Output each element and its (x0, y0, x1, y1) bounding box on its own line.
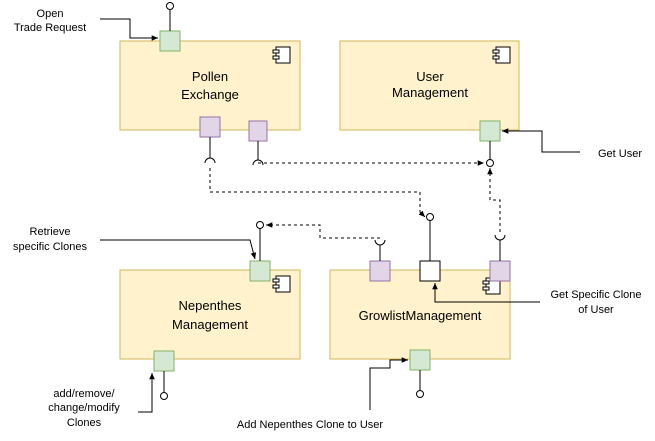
component-name-line-2: Management (172, 317, 248, 332)
socket-growlist-1 (374, 239, 386, 261)
port-user-provided[interactable] (479, 120, 501, 142)
port-growlist-provided-bottom[interactable] (409, 349, 431, 371)
port-pollen-required-1[interactable] (199, 116, 221, 138)
lollipop-user (486, 141, 494, 167)
arrow-add-remove (138, 373, 155, 413)
svg-text:Open: Open (37, 8, 64, 20)
svg-text:Trade Request: Trade Request (14, 22, 86, 34)
svg-text:Get Specific Clone: Get Specific Clone (550, 289, 641, 301)
component-growlist-management[interactable]: GrowlistManagement (329, 269, 511, 360)
arrow-retrieve-clones (100, 239, 257, 260)
component-name-line-1: Pollen (192, 69, 228, 84)
label-open-trade-request: Open Trade Request (14, 8, 86, 34)
socket-pollen-2 (252, 141, 264, 166)
component-box (339, 40, 520, 131)
arrow-get-user (502, 128, 580, 153)
component-pollen-exchange[interactable]: Pollen Exchange (119, 40, 301, 131)
label-get-user: Get User (598, 148, 642, 160)
label-retrieve-specific-clones: Retrieve specific Clones (13, 226, 87, 253)
port-nepenthes-provided-top[interactable] (249, 260, 271, 282)
svg-text:Retrieve: Retrieve (30, 226, 71, 238)
svg-text:add/remove/: add/remove/ (53, 388, 115, 400)
component-icon (272, 275, 291, 293)
dependency-growlist-to-user (487, 168, 501, 232)
component-user-management[interactable]: User Management (339, 40, 520, 131)
socket-growlist-2 (494, 234, 506, 261)
component-name-line-1: User (416, 69, 444, 84)
port-growlist-required-2[interactable] (489, 260, 511, 282)
lollipop-growlist-top (426, 213, 434, 261)
component-icon (482, 277, 501, 295)
label-add-remove-change-modify: add/remove/ change/modify Clones (48, 388, 120, 429)
port-growlist-required-1[interactable] (369, 260, 391, 282)
svg-text:Add Nepenthes Clone to User: Add Nepenthes Clone to User (237, 419, 383, 431)
port-pollen-provided-top[interactable] (159, 30, 181, 52)
svg-text:Clones: Clones (67, 417, 102, 429)
label-get-specific-clone: Get Specific Clone of User (550, 289, 641, 316)
lollipop-nepenthes-top (256, 221, 264, 261)
port-nepenthes-provided-bottom[interactable] (153, 350, 175, 372)
lollipop-growlist-bottom (416, 370, 424, 398)
svg-text:of User: of User (578, 304, 614, 316)
dependency-pollen-to-growlist (209, 168, 426, 218)
component-name-line-2: Exchange (181, 87, 239, 102)
component-box (119, 40, 301, 131)
label-add-nepenthes-clone: Add Nepenthes Clone to User (237, 419, 383, 431)
svg-text:change/modify: change/modify (48, 402, 120, 414)
port-growlist-provided[interactable] (419, 260, 441, 282)
component-name-line-2: Management (392, 85, 468, 100)
arrow-open-trade (100, 18, 158, 41)
lollipop-nepenthes-bottom (160, 371, 168, 400)
arrow-get-specific-clone (432, 283, 540, 303)
svg-text:specific Clones: specific Clones (13, 241, 87, 253)
component-icon (492, 46, 511, 64)
socket-pollen-1 (204, 137, 216, 164)
component-icon (272, 46, 291, 64)
component-box (329, 269, 511, 360)
component-box (119, 269, 301, 360)
lollipop-pollen-top (166, 2, 174, 31)
port-pollen-required-2[interactable] (248, 120, 268, 142)
dependency-growlist-to-nepenthes (266, 222, 380, 239)
svg-text:Get User: Get User (598, 148, 642, 160)
component-nepenthes-management[interactable]: Nepenthes Management (119, 269, 301, 360)
component-name: GrowlistManagement (359, 308, 482, 323)
arrow-add-clone (369, 357, 408, 410)
component-name-line-1: Nepenthes (179, 298, 242, 313)
